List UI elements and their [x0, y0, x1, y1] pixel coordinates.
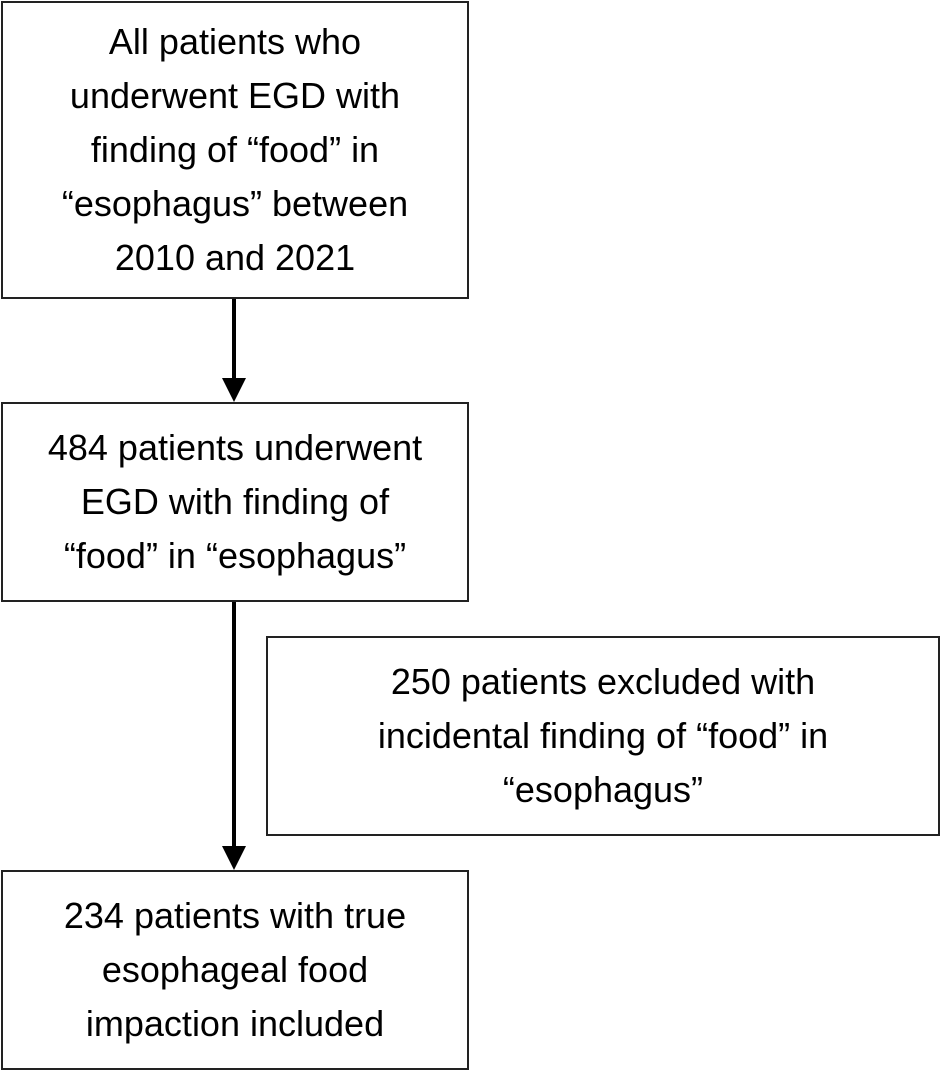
box-2-line-1: 484 patients underwent	[47, 427, 423, 468]
box-3-line-2: incidental finding of “food” in	[377, 715, 829, 756]
arrow-2-to-4	[222, 602, 246, 870]
flowchart-box-all-patients: All patients who underwent EGD with find…	[1, 1, 469, 299]
box-3-line-3: “esophagus”	[502, 769, 704, 810]
box-3-line-1: 250 patients excluded with	[390, 661, 816, 702]
box-4-line-2: esophageal food	[101, 949, 369, 990]
box-1-line-2: underwent EGD with	[69, 75, 401, 116]
arrow-1-to-2	[222, 299, 246, 402]
box-1-line-3: finding of “food” in	[90, 129, 380, 170]
box-4-line-3: impaction included	[85, 1003, 385, 1044]
box-1-line-4: “esophagus” between	[61, 183, 409, 224]
flowchart-box-250-excluded: 250 patients excluded with incidental fi…	[266, 636, 940, 836]
box-1-line-1: All patients who	[108, 21, 362, 62]
flowchart-box-484-patients: 484 patients underwent EGD with finding …	[1, 402, 469, 602]
box-2-line-3: “food” in “esophagus”	[63, 535, 407, 576]
box-4-line-1: 234 patients with true	[63, 895, 407, 936]
box-2-line-2: EGD with finding of	[80, 481, 390, 522]
box-1-line-5: 2010 and 2021	[114, 237, 356, 278]
flowchart-box-234-included: 234 patients with true esophageal food i…	[1, 870, 469, 1070]
